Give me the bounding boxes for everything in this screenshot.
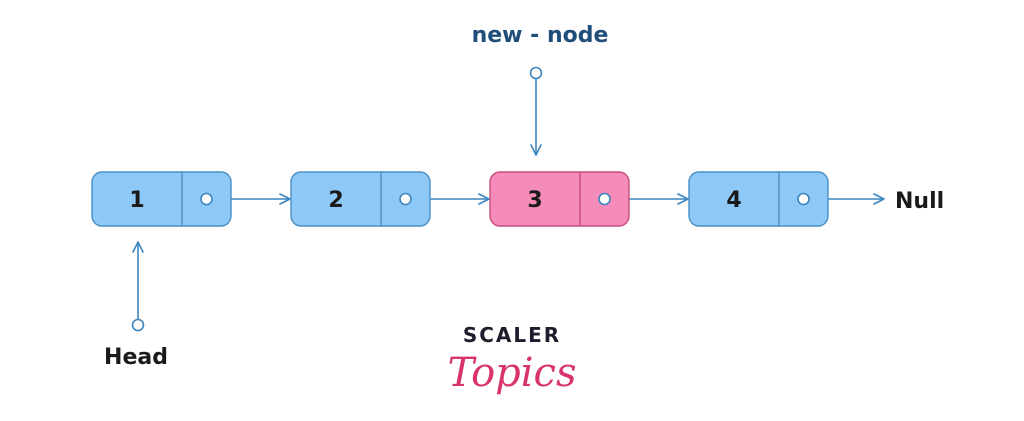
node-1: 1 [91, 171, 232, 227]
node-2: 2 [290, 171, 431, 227]
pointer-origin-dot [797, 192, 810, 206]
node-value: 2 [328, 188, 343, 213]
scaler-topics-logo: SCALER Topics [448, 323, 577, 396]
pointer-origin-dot [200, 192, 213, 206]
head-label: Head [104, 345, 168, 370]
head-pointer-dot [131, 318, 145, 332]
node-value: 3 [527, 188, 542, 213]
brand-topics-text: Topics [448, 350, 577, 396]
null-label: Null [895, 189, 944, 214]
node-list: 1 2 3 4 [91, 171, 829, 227]
node-value: 1 [129, 188, 144, 213]
new-node-label: new - node [472, 23, 609, 48]
brand-scaler-text: SCALER [463, 323, 561, 347]
pointer-origin-dot [399, 192, 412, 206]
node-box [290, 171, 431, 227]
new-node-pointer-dot [529, 66, 543, 80]
node-box [489, 171, 630, 227]
node-3: 3 [489, 171, 630, 227]
pointer-origin-dot [598, 192, 611, 206]
node-value: 4 [726, 188, 741, 213]
node-4: 4 [688, 171, 829, 227]
node-box [688, 171, 829, 227]
node-box [91, 171, 232, 227]
